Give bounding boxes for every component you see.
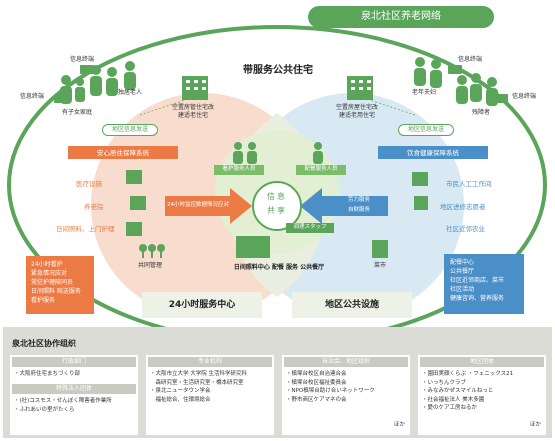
staff-label-bg: [286, 223, 334, 233]
staff-label: 调理スタッフ: [293, 224, 327, 230]
left-service-box: 24小时看护 紧急情况应对 常驻护理陪同员 日间照料 陪送服务 看护服务: [26, 256, 94, 314]
left-item-3: 日间照料、上门护理: [56, 225, 115, 233]
public-facilities-label: 地区公共设施: [324, 300, 379, 310]
org-col-3: [282, 355, 410, 435]
service-center-label: 24小时服务中心: [168, 300, 236, 310]
org-col-1-header-bg: [12, 357, 136, 367]
delivery-label-bg: [296, 165, 346, 175]
right-section-header: 饮食健康保障系统: [407, 149, 459, 157]
org-col-3-items: ・槙塚台校区自治連合会 ・槙塚台校区福祉委員会 ・NPO槙塚台助け合いネットワー…: [286, 371, 375, 403]
org-col-2: [146, 355, 274, 435]
regional-info-left: 地区信息发送: [111, 126, 148, 133]
org-col-4-footer: ほか: [530, 422, 542, 428]
arrow-right-orange: [165, 188, 252, 224]
regional-info-pill-left: [102, 124, 158, 136]
org-col-1-subheader-bg: [12, 384, 136, 394]
left-item-2: 养老院: [84, 203, 104, 211]
info-share-line-1: 信息: [267, 192, 287, 201]
left-item-1: 医疗设施: [76, 180, 102, 188]
org-col-4-items: ・園田実顔くらぶ ・フェニックス21 ・いっちんクラブ ・みなみかぜスマイルねっ…: [422, 371, 514, 411]
network-title: 泉北社区养老网络: [361, 11, 441, 22]
right-item-3: 社区近邻农业: [446, 225, 485, 233]
arrow-left-label: 24小时监控数据情况应对: [167, 202, 229, 208]
regional-info-pill-right: [398, 124, 454, 136]
org-col-4: [418, 355, 546, 435]
org-col-1-items: ・大阪府住宅まちづくり部: [14, 371, 81, 377]
org-title: 泉北社区协作组织: [12, 339, 76, 348]
right-item-1: 市民人工工作间: [446, 180, 492, 188]
disabled-label: 残障者: [472, 109, 491, 116]
public-facilities-box: [292, 292, 412, 318]
left-section-header-bg: [68, 146, 178, 159]
terminal-label-2: 信息终端: [20, 93, 45, 100]
right-section-header-bg: [378, 146, 488, 159]
arrow-right-label-1: 劳力服务: [347, 197, 370, 203]
org-col-2-header-bg: [148, 357, 272, 367]
caregiver-label: 看护服务人员: [222, 166, 256, 172]
org-col-1-subitems: ・(社)コスモス・せんぼく障害者作業所 ・ふれあいの里がたくら: [14, 398, 112, 413]
family-label: 有子女家庭: [62, 109, 93, 116]
right-item-2: 地区进修志愿者: [440, 203, 486, 211]
info-share-line-2: 共享: [267, 206, 287, 215]
terminal-label-1: 信息终端: [70, 56, 95, 63]
delivery-label: 配餐服务人员: [304, 166, 338, 172]
service-center-box: [142, 292, 262, 318]
center-top-title: 带服务公共住宅: [243, 65, 313, 76]
terminal-label-4: 信息终端: [512, 93, 537, 100]
elderly-couple-label: 老年夫妇: [412, 89, 437, 96]
org-col-2-header: 专业机构: [197, 358, 222, 365]
left-section-header: 安心居住保障系统: [97, 149, 149, 157]
housing-right-label: 空置房屋住宅改建适老用住宅: [336, 104, 379, 119]
info-share-circle: [252, 181, 302, 231]
regional-info-right: 地区信息发送: [407, 126, 444, 133]
org-col-1-header: 行政部门: [61, 358, 86, 365]
network-title-pill: [308, 6, 494, 28]
org-col-4-header: 地区团体: [469, 358, 494, 365]
elderly-alone-label: 独居老人: [118, 89, 143, 96]
org-col-1-subheader: 特殊法人团体: [55, 385, 92, 392]
right-service-box: 配餐中心 公共餐厅 社区近邻商店、菜市 社区活动 健康咨询、营养服务: [444, 254, 524, 314]
org-col-3-header: 自治会、地区组织: [321, 358, 370, 365]
org-col-2-items: ・大阪市立大学 大学院 生活科学研究科 森研究室・生活研究室・橋本研究室 ・泉北…: [150, 371, 247, 403]
org-col-4-header-bg: [420, 357, 544, 367]
field-label: 菜市: [374, 262, 387, 269]
shared-mgmt-label: 共同管理: [138, 262, 163, 269]
org-col-3-footer: ほか: [394, 422, 406, 428]
arrow-right-label-2: 自财服务: [347, 207, 370, 213]
arrow-left-blue: [300, 188, 388, 224]
org-col-1: [10, 355, 138, 435]
terminal-label-3: 信息终端: [458, 56, 483, 63]
housing-left-label: 空置房管住宅改建适老住宅: [172, 104, 215, 119]
caregiver-label-bg: [214, 165, 264, 175]
org-col-3-header-bg: [284, 357, 408, 367]
center-bottom-label: 日间照料中心 配餐 服务 公共餐厅: [233, 264, 325, 271]
